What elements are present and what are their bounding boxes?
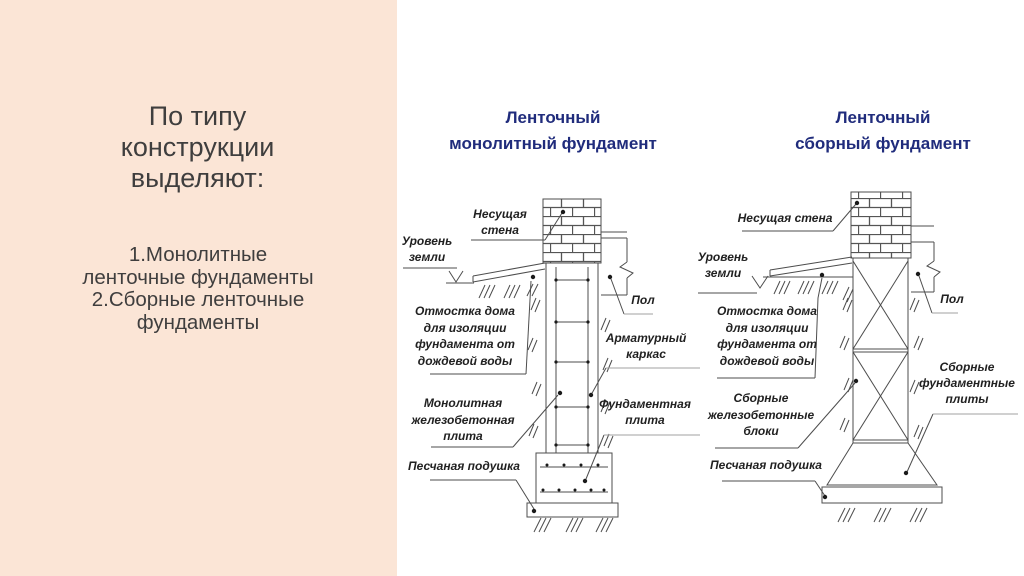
d1-label-monolithic-slab: Монолитная железобетонная плита	[411, 396, 515, 443]
d2-block-joints	[853, 348, 908, 441]
d2-brick-wall	[850, 191, 912, 259]
d2-sand-cushion	[821, 486, 943, 504]
diagram1-structure	[403, 198, 634, 533]
d1-label-blind-area: Отмостка дома для изоляции фундамента от…	[415, 304, 515, 368]
d2-label-blind-area: Отмостка дома для изоляции фундамента от…	[717, 304, 817, 368]
d2-block-column	[852, 257, 909, 444]
d1-soil-marks	[527, 297, 614, 449]
d1-footing-dots	[541, 463, 606, 492]
d1-label-foundation-plate: Фундаментная плита	[599, 397, 691, 427]
foundation-types-list: 1.Монолитные ленточные фундаменты 2.Сбор…	[82, 243, 314, 334]
diagram1-leaders	[430, 209, 700, 514]
left-text-panel: По типу конструкции выделяют: 1.Монолитн…	[0, 0, 397, 576]
d1-rebar-nodes	[554, 278, 590, 447]
d1-label-rebar-cage: Арматурный каркас	[605, 331, 687, 361]
d1-ground-level	[403, 267, 474, 284]
d2-label-bearing-wall: Несущая стена	[737, 211, 833, 225]
d1-floor	[601, 231, 634, 296]
d2-label-ground-level: Уровень земли	[697, 250, 749, 280]
d2-foundation-plate	[826, 442, 938, 486]
d2-soil-hatch-bottom	[837, 507, 928, 523]
d2-block-cross-bracing	[852, 260, 909, 441]
diagram2-structure	[698, 191, 943, 523]
d1-footing	[535, 452, 613, 504]
diagram1-title: Ленточный монолитный фундамент	[449, 108, 657, 153]
d2-label-concrete-blocks: Сборные железобетонные блоки	[707, 391, 815, 438]
d1-label-ground-level: Уровень земли	[401, 234, 453, 264]
d1-footing-rebar	[540, 466, 608, 493]
diagram2-leaders	[715, 200, 1018, 500]
diagram2-title: Ленточный сборный фундамент	[795, 108, 971, 153]
d1-label-sand-cushion: Песчаная подушка	[408, 459, 520, 473]
d2-floor	[911, 225, 941, 293]
d1-label-floor: Пол	[631, 293, 655, 307]
d2-label-sand-cushion: Песчаная подушка	[710, 458, 822, 472]
d1-sand-cushion	[526, 502, 619, 518]
d1-label-bearing-wall: Несущая стена	[473, 207, 527, 237]
slide-heading: По типу конструкции выделяют:	[120, 101, 275, 193]
d2-ground-level	[698, 275, 853, 294]
d1-blind-area-slope	[472, 262, 546, 283]
d2-blind-area-slope	[769, 256, 853, 277]
d1-brick-wall	[542, 198, 602, 264]
d1-column	[545, 262, 599, 454]
d1-soil-hatch-bottom	[533, 517, 614, 533]
d2-soil-hatch-ground	[773, 280, 854, 303]
d2-label-floor: Пол	[940, 292, 964, 306]
d1-soil-hatch-ground	[478, 283, 539, 299]
d2-label-foundation-plates: Сборные фундаментные плиты	[919, 360, 1015, 406]
